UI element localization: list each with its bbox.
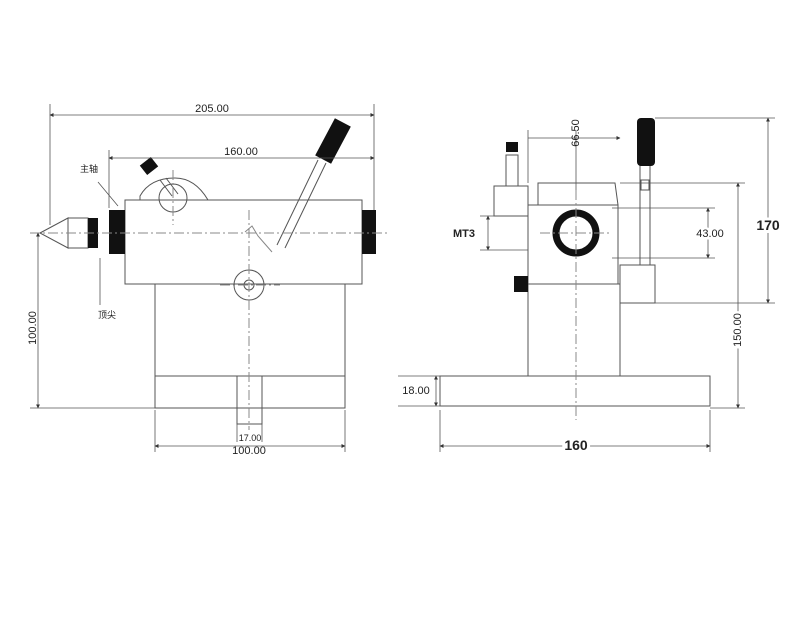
label-center: 顶尖 bbox=[98, 309, 116, 320]
side-small-knob bbox=[506, 142, 518, 152]
side-column bbox=[527, 283, 621, 377]
side-lever-slot bbox=[640, 179, 650, 191]
dim-base-width: 100.00 bbox=[232, 445, 266, 457]
front-dimensions bbox=[30, 104, 375, 452]
side-centerlines bbox=[540, 190, 612, 420]
front-base bbox=[154, 375, 346, 409]
big-lever-grip bbox=[315, 118, 351, 164]
front-column bbox=[154, 283, 346, 377]
dim-total-height-label: 170 bbox=[756, 217, 780, 233]
dim-base-length: 160 bbox=[564, 437, 588, 453]
dim-base-length-label: 160 bbox=[564, 437, 588, 453]
side-small-boss bbox=[493, 185, 529, 217]
side-top-cap bbox=[537, 182, 619, 206]
big-lever-shaft bbox=[276, 159, 319, 246]
left-spindle-collar bbox=[109, 210, 125, 254]
dim-axis-height-label: 150.00 bbox=[732, 313, 744, 347]
dim-center-height: 100.00 bbox=[27, 311, 39, 345]
dim-base-thickness: 18.00 bbox=[402, 385, 430, 397]
small-handle-shaft bbox=[159, 179, 173, 197]
front-view bbox=[30, 118, 390, 430]
side-body bbox=[527, 204, 619, 285]
big-lever-shaft-2 bbox=[284, 162, 327, 249]
front-hub-boss bbox=[139, 177, 209, 201]
small-handle-shaft-2 bbox=[165, 177, 179, 195]
front-gear-hint bbox=[244, 225, 273, 253]
dim-axis-height: 150.00 bbox=[732, 313, 744, 347]
dim-center-spacing: 160.00 bbox=[224, 146, 258, 158]
side-lever-housing bbox=[619, 264, 656, 304]
dim-offset: 66.50 bbox=[570, 119, 582, 147]
side-base bbox=[439, 375, 711, 407]
front-centerlines bbox=[30, 170, 390, 430]
dim-overall-width: 205.00 bbox=[195, 103, 229, 115]
dim-bore-height: 43.00 bbox=[696, 228, 724, 240]
label-spindle: 主轴 bbox=[80, 163, 98, 174]
side-lever-grip bbox=[637, 118, 655, 166]
side-view bbox=[439, 118, 711, 420]
side-dimensions bbox=[398, 117, 775, 452]
dim-bore-height-label: 43.00 bbox=[696, 228, 724, 240]
right-collar bbox=[362, 210, 376, 254]
label-taper: MT3 bbox=[453, 228, 475, 240]
dim-slot-width: 17.00 bbox=[239, 433, 262, 443]
side-black-block bbox=[514, 276, 528, 292]
side-small-handle bbox=[505, 154, 519, 187]
small-handle-knob bbox=[139, 156, 159, 176]
dim-total-height: 170 bbox=[756, 217, 780, 233]
